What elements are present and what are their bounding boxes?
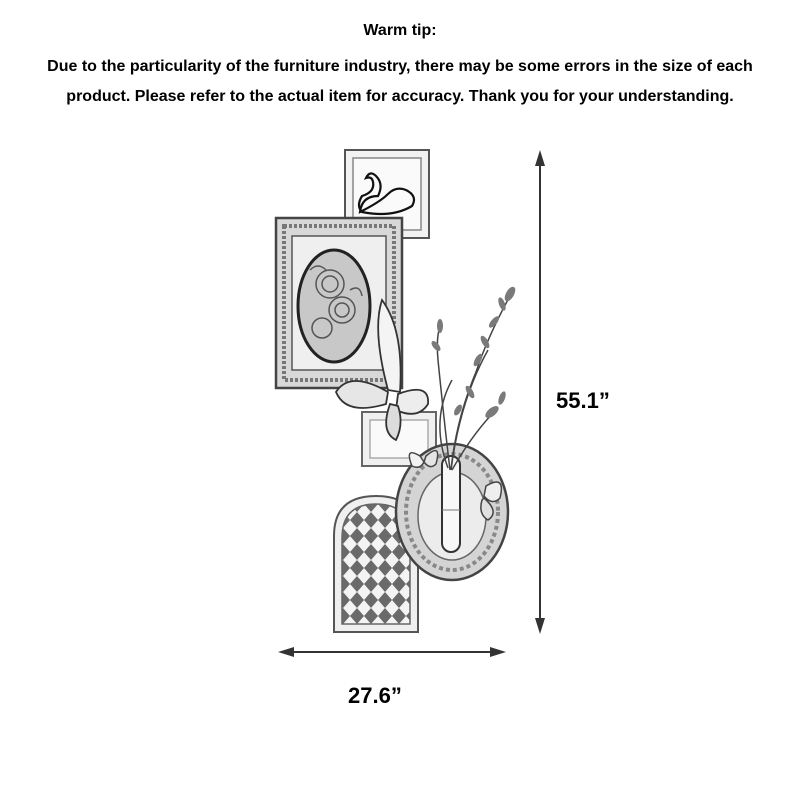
width-dimension-arrow [278, 647, 506, 657]
warm-tip-text: Due to the particularity of the furnitur… [20, 52, 780, 112]
height-dimension-arrow [535, 150, 545, 634]
warm-tip-heading: Warm tip: [363, 22, 437, 39]
plant-leaves [431, 286, 516, 418]
side-butterfly-icon [480, 481, 503, 521]
small-butterfly-icon [408, 449, 439, 469]
oval-vase-frame [394, 442, 510, 582]
swan-icon [357, 172, 416, 216]
test-tube-vase [441, 455, 461, 553]
width-dimension-label: 27.6” [348, 683, 402, 708]
rose-icon [309, 265, 363, 339]
warm-tip-line-1: Due to the particularity of the furnitur… [47, 58, 753, 75]
butterfly-icon [334, 298, 429, 442]
warm-tip-line-2: product. Please refer to the actual item… [66, 88, 734, 105]
plant-branches [436, 295, 511, 471]
height-dimension-label: 55.1” [556, 388, 610, 413]
